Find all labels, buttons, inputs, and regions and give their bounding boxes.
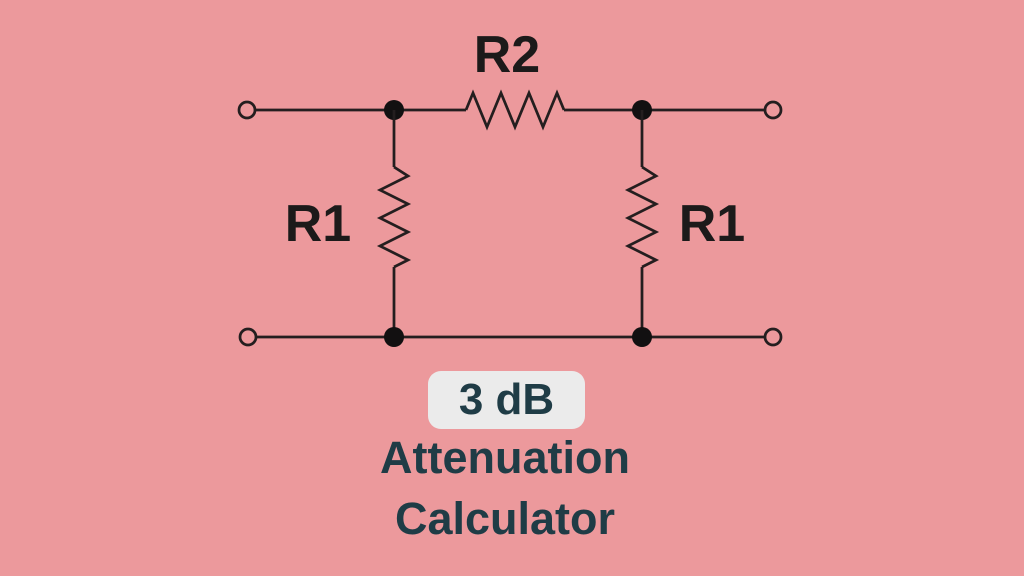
- label-r2: R2: [474, 26, 540, 84]
- terminal-top-right: [763, 100, 783, 120]
- title-line-2: Calculator: [394, 493, 616, 544]
- title-line-1: Attenuation: [380, 432, 630, 483]
- terminal-bottom-right: [763, 327, 783, 347]
- label-r1-left: R1: [285, 195, 351, 253]
- junction-dot-bottom-left: [384, 327, 404, 347]
- attenuation-value-badge: 3 dB: [428, 371, 585, 429]
- resistor-r1-left-symbol: [376, 165, 412, 269]
- terminal-bottom-left: [238, 327, 258, 347]
- terminal-top-left: [237, 100, 257, 120]
- page-title: Attenuation Calculator: [205, 427, 805, 549]
- attenuation-value-text: 3 dB: [458, 375, 555, 424]
- resistor-r1-right-symbol: [624, 165, 660, 269]
- junction-dot-bottom-right: [632, 327, 652, 347]
- resistor-r2-symbol: [464, 89, 566, 131]
- label-r1-right: R1: [679, 195, 745, 253]
